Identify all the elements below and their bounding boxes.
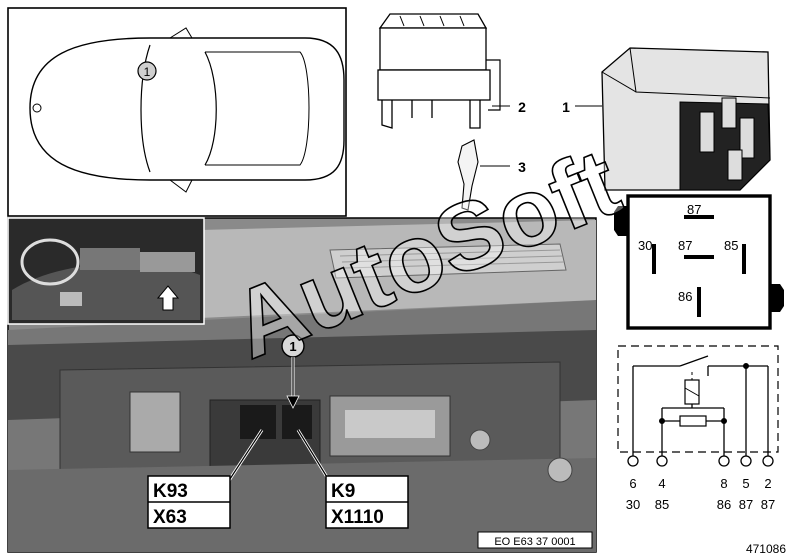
- schematic-pin-bottom-3: 86: [717, 497, 731, 512]
- socket-pin-87-top: 87: [687, 202, 701, 217]
- relay-socket-drawing: 2: [377, 13, 526, 129]
- socket-pin-87-middle: 87: [678, 238, 692, 253]
- inset-arrow-icon: [156, 285, 180, 311]
- connector-left-bottom: X63: [153, 507, 187, 528]
- car-callout-circle: [137, 61, 157, 81]
- car-body-outline: [29, 37, 345, 181]
- diagram-code: EO E63 37 0001: [494, 536, 575, 548]
- relay-drawing: 1: [562, 47, 771, 191]
- photo-callout-number: 1: [289, 339, 296, 354]
- connector-right-bottom: X1110: [331, 507, 384, 528]
- car-outline-panel: 1: [7, 7, 347, 217]
- terminal-drawing: 3: [457, 139, 526, 211]
- part-number-3: 3: [518, 159, 526, 175]
- connector-leaders: [226, 429, 332, 483]
- socket-pin-86: 86: [678, 289, 692, 304]
- part-number-1: 1: [562, 99, 570, 115]
- socket-pin-layout: 87 30 87 85 86: [614, 194, 784, 330]
- interior-inset-photo: [7, 217, 205, 325]
- photo-callout: 1: [281, 334, 305, 409]
- schematic-pin-top-1: 6: [629, 476, 636, 491]
- schematic-pin-top-5: 2: [764, 476, 771, 491]
- relay-schematic: [617, 345, 779, 467]
- connector-label-left: K93 X63: [147, 475, 231, 529]
- connector-right-top: K9: [331, 481, 355, 502]
- schematic-pin-labels: 6 4 8 5 2 30 85 86 87 87: [626, 476, 775, 512]
- diagram-code-box: EO E63 37 0001: [477, 531, 593, 549]
- schematic-pin-top-2: 4: [658, 476, 665, 491]
- socket-pin-85: 85: [724, 238, 738, 253]
- schematic-pin-top-3: 8: [720, 476, 727, 491]
- schematic-pin-bottom-1: 30: [626, 497, 640, 512]
- car-callout-number: 1: [144, 65, 151, 79]
- part-number-2: 2: [518, 99, 526, 115]
- connector-left-top: K93: [153, 481, 188, 502]
- drawing-number: 471086: [746, 542, 786, 556]
- schematic-pin-bottom-2: 85: [655, 497, 669, 512]
- connector-label-right: K9 X1110: [325, 475, 409, 529]
- schematic-pin-top-4: 5: [742, 476, 749, 491]
- socket-pin-30: 30: [638, 238, 652, 253]
- schematic-pin-bottom-4: 87: [739, 497, 753, 512]
- schematic-pin-bottom-5: 87: [761, 497, 775, 512]
